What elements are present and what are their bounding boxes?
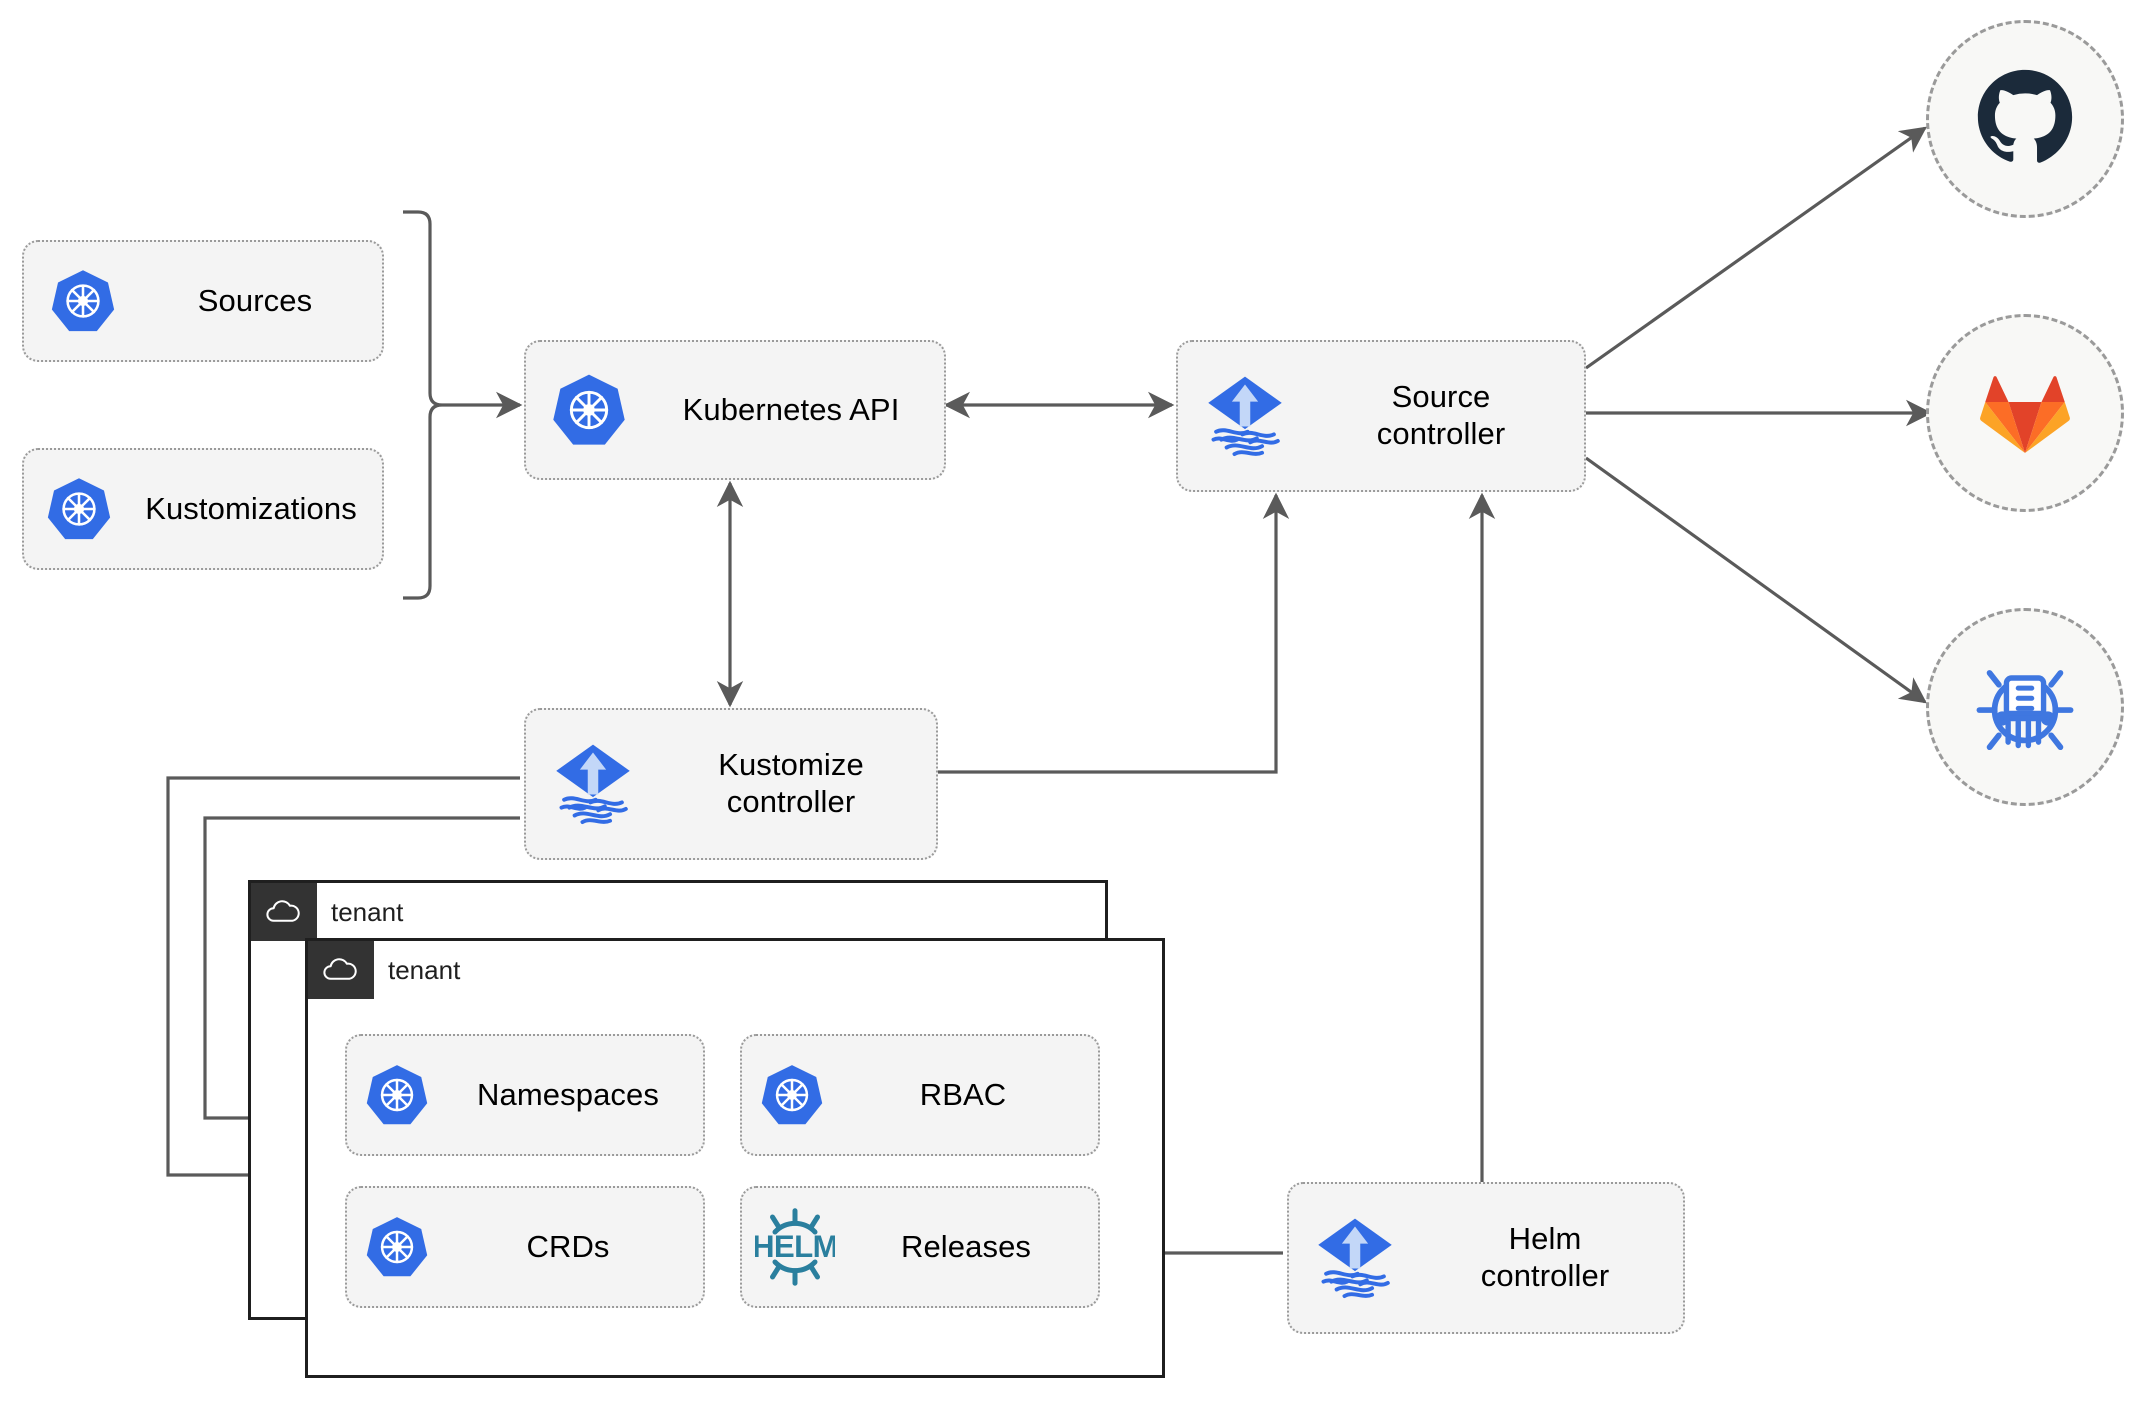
node-sources-label: Sources [197, 282, 313, 318]
edge-group-bracket [403, 210, 443, 600]
node-kustomize-controller[interactable]: Kustomize controller [524, 708, 938, 860]
node-source-controller-label-line2: controller [1376, 416, 1506, 451]
provider-github[interactable] [1926, 20, 2124, 218]
node-kustomize-controller-label-line2: controller [726, 784, 856, 819]
edge-kustomize-to-tenant-1 [166, 776, 520, 1189]
edge-kustomize-to-source-controller [938, 492, 1290, 774]
helm-icon [742, 1207, 848, 1287]
edge-source-controller-to-helm-repository [1585, 456, 1927, 704]
node-kubernetes-api-label: Kubernetes API [682, 391, 900, 427]
kubernetes-icon [526, 371, 652, 449]
edge-source-controller-to-github [1585, 126, 1927, 370]
node-kustomize-controller-label-line1: Kustomize [718, 747, 864, 783]
node-source-controller-label: Source controller [1312, 379, 1584, 452]
flux-icon [1289, 1216, 1421, 1300]
provider-gitlab[interactable] [1926, 314, 2124, 512]
node-source-controller-label-line1: Source [1391, 379, 1491, 415]
tenant-header-inner [308, 941, 374, 999]
node-releases[interactable]: Releases [740, 1186, 1100, 1308]
cloud-icon [263, 897, 303, 927]
kubernetes-icon [742, 1062, 842, 1128]
provider-helm-repository[interactable] [1926, 608, 2124, 806]
cloud-icon [320, 955, 360, 985]
node-helm-controller-label-line2: controller [1480, 1258, 1610, 1293]
node-helm-controller-label-line1: Helm [1508, 1221, 1582, 1257]
tenant-label-inner: tenant [388, 954, 461, 985]
tenant-label-outer: tenant [331, 896, 404, 927]
node-helm-controller-label: Helm controller [1421, 1221, 1683, 1294]
flux-icon [1178, 374, 1312, 458]
node-kubernetes-api[interactable]: Kubernetes API [524, 340, 946, 480]
kubernetes-icon [24, 475, 134, 543]
kubernetes-icon [347, 1214, 447, 1280]
tenant-container-inner: tenant [305, 938, 1165, 1378]
node-kustomize-controller-label: Kustomize controller [660, 747, 936, 820]
node-namespaces[interactable]: Namespaces [345, 1034, 705, 1156]
node-source-controller[interactable]: Source controller [1176, 340, 1586, 492]
flux-icon [526, 742, 660, 826]
gitlab-icon [1977, 363, 2073, 464]
node-crds-label: CRDs [526, 1228, 610, 1264]
github-icon [1973, 65, 2077, 174]
node-rbac[interactable]: RBAC [740, 1034, 1100, 1156]
node-kustomizations-label: Kustomizations [145, 490, 357, 526]
node-crds[interactable]: CRDs [345, 1186, 705, 1308]
kubernetes-icon [24, 267, 142, 335]
node-releases-label: Releases [900, 1228, 1032, 1264]
node-namespaces-label: Namespaces [477, 1076, 659, 1112]
kubernetes-icon [347, 1062, 447, 1128]
helm-repository-icon [1971, 651, 2079, 764]
node-helm-controller[interactable]: Helm controller [1287, 1182, 1685, 1334]
node-rbac-label: RBAC [919, 1076, 1007, 1112]
node-kustomizations[interactable]: Kustomizations [22, 448, 384, 570]
tenant-header-outer [251, 883, 317, 941]
edge-kustomize-to-tenant-2 [203, 816, 520, 1132]
node-sources[interactable]: Sources [22, 240, 384, 362]
